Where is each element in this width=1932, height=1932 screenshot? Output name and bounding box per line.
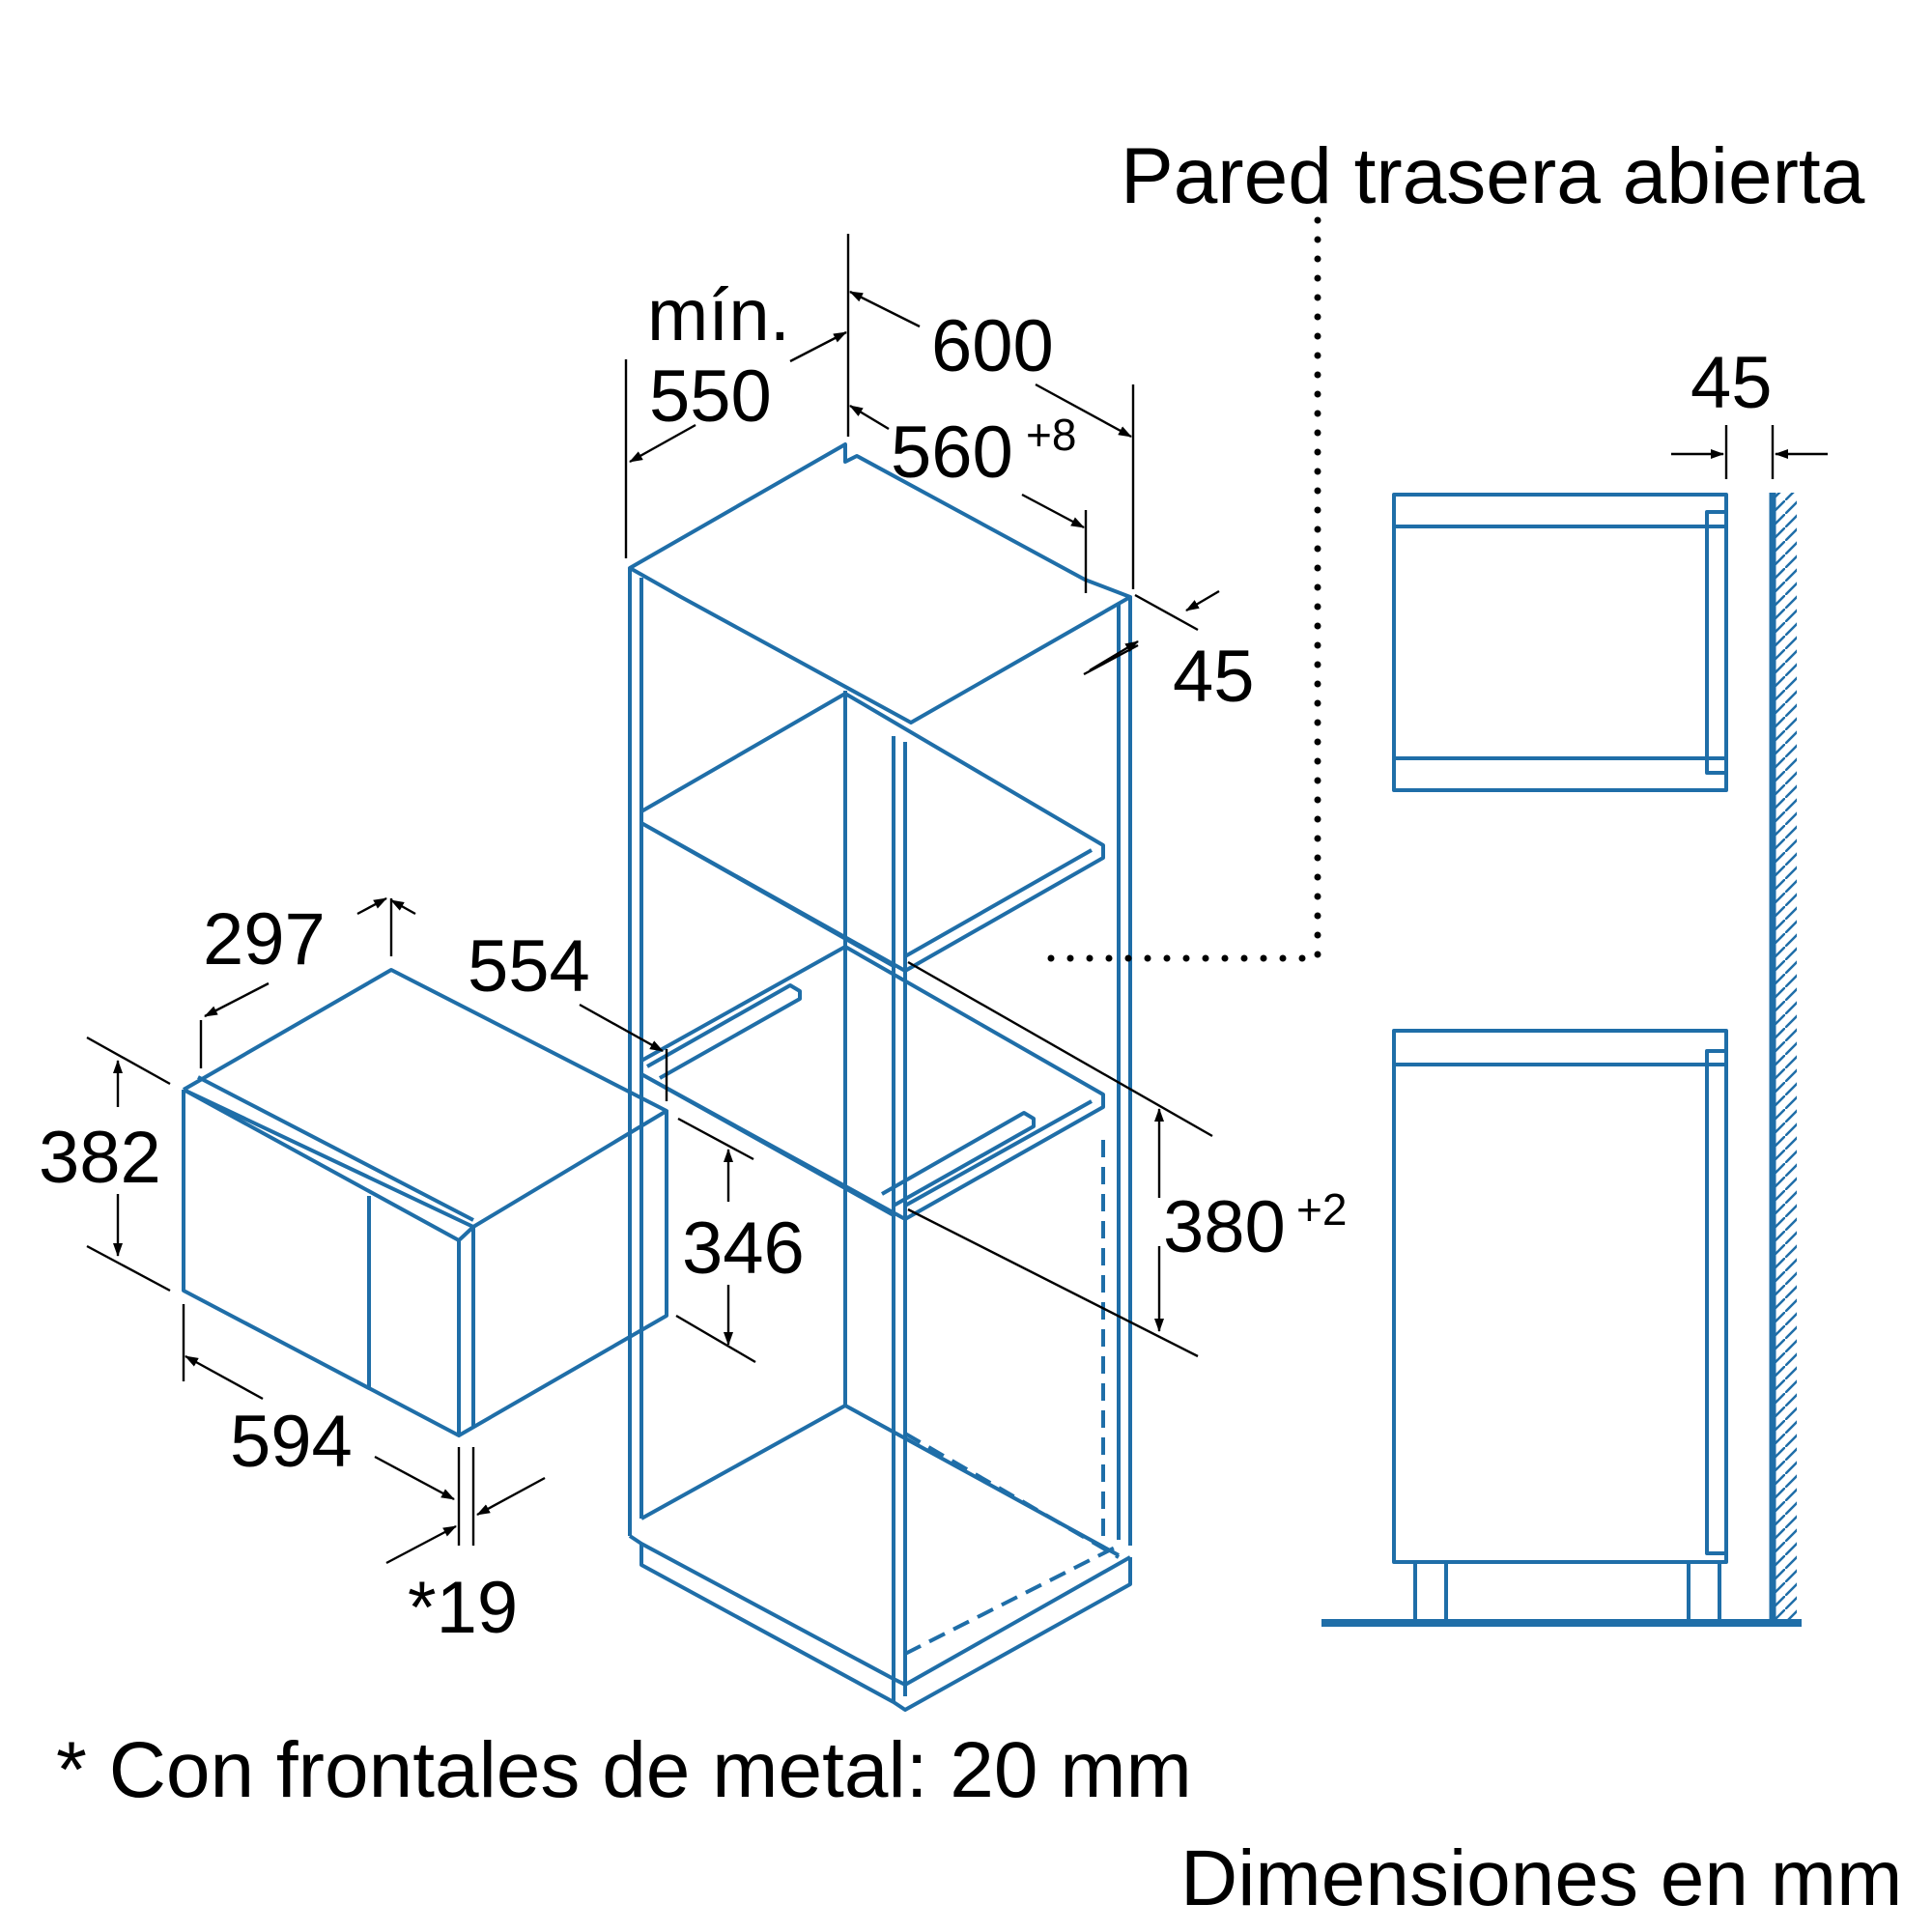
dim-45-top: 45 (1173, 636, 1255, 718)
min-label: mín. (647, 274, 790, 356)
dim-600: 600 (931, 305, 1054, 387)
dim-380: 380 (1163, 1186, 1286, 1268)
units-note: Dimensiones en mm (1180, 1834, 1902, 1922)
dim-19: *19 (408, 1567, 518, 1649)
open-back-label: Pared trasera abierta (1121, 132, 1865, 220)
dim-45-side: 45 (1690, 342, 1773, 424)
dim-594: 594 (230, 1401, 353, 1483)
tall-cabinet (628, 442, 1132, 1712)
dim-346: 346 (682, 1208, 805, 1290)
open-back-leader (1032, 216, 1321, 962)
side-view-cabinet (1392, 493, 1776, 1623)
dim-560: 560 (891, 412, 1013, 494)
dim-550: 550 (649, 355, 772, 438)
dim-380-tolerance: +2 (1296, 1184, 1347, 1235)
dim-554: 554 (468, 925, 590, 1008)
dimension-lines (86, 234, 1828, 1565)
wall-hatch (1776, 493, 1797, 1621)
appliance-box (182, 968, 668, 1437)
footnote: * Con frontales de metal: 20 mm (56, 1726, 1192, 1814)
dim-382: 382 (39, 1117, 161, 1199)
dim-560-tolerance: +8 (1026, 410, 1076, 460)
dim-297: 297 (203, 898, 326, 980)
